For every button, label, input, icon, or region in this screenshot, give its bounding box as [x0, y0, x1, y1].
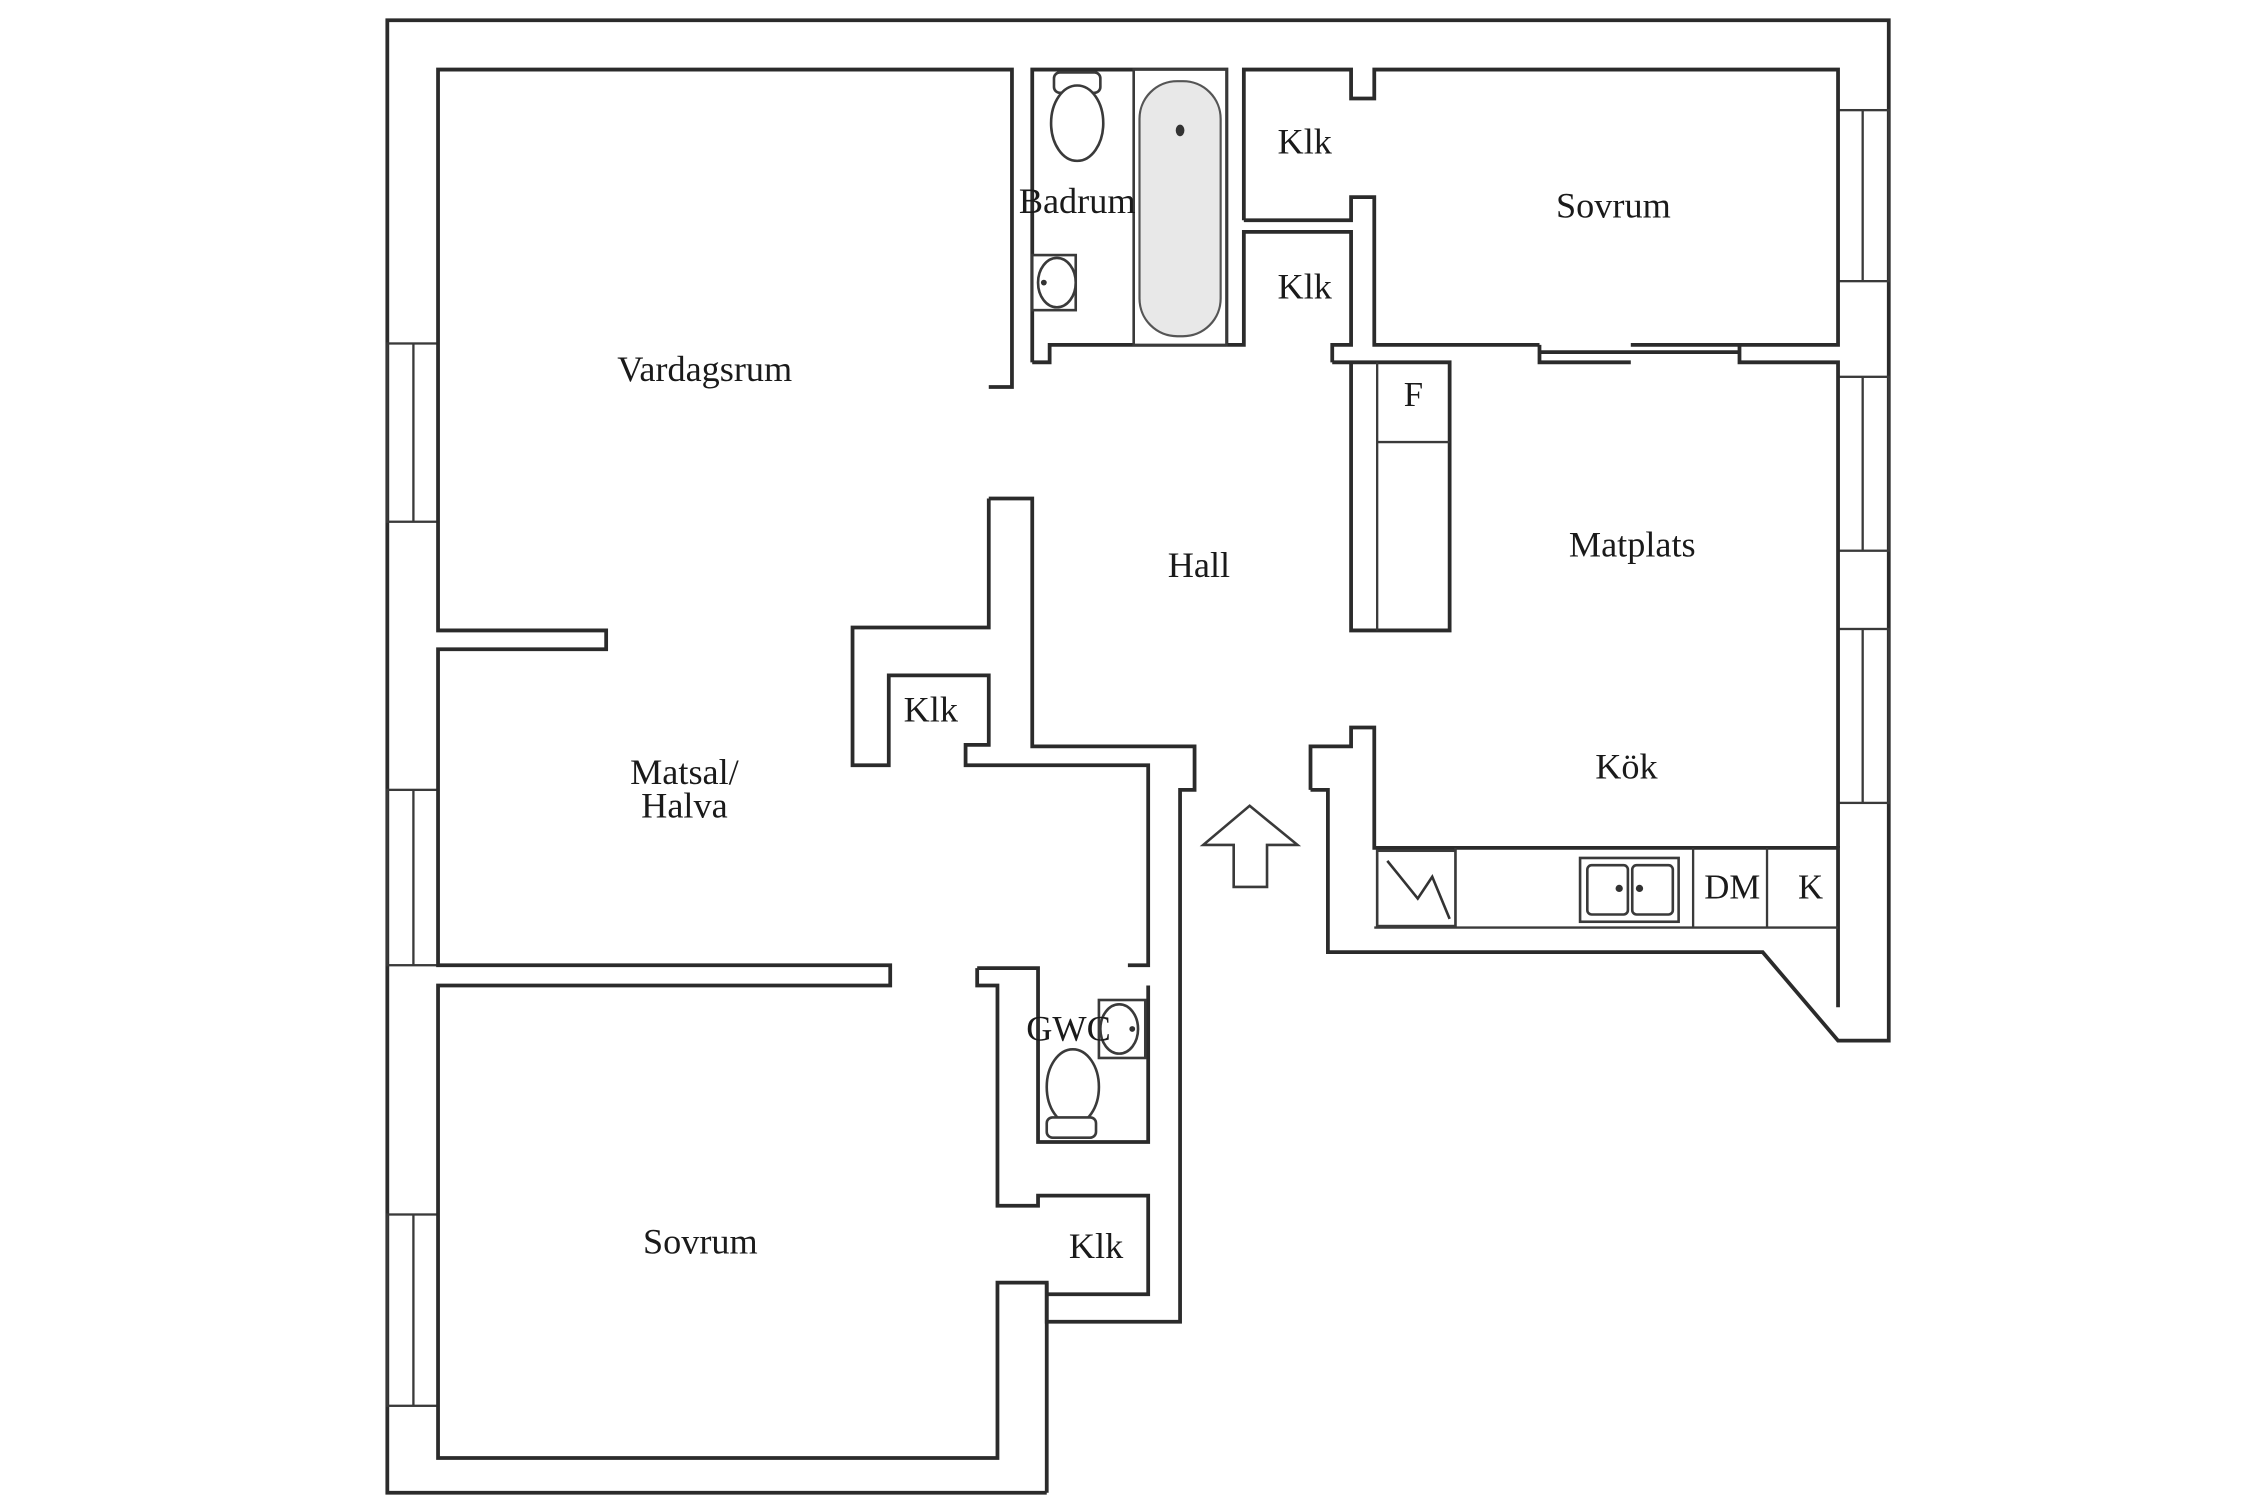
- room-label-kok: Kök: [1595, 746, 1658, 786]
- bathtub-icon: [1132, 68, 1228, 347]
- room-label-hall: Hall: [1168, 545, 1230, 585]
- dishwasher-label: DM: [1704, 868, 1760, 907]
- room-label-gwc: GWC: [1026, 1009, 1111, 1049]
- toilet-icon: [1049, 71, 1105, 163]
- washbasin-icon: [1030, 253, 1078, 312]
- fridge-label: F: [1404, 375, 1423, 414]
- room-label-sovrum-top: Sovrum: [1556, 185, 1671, 225]
- room-label-sovrum-bottom: Sovrum: [643, 1222, 758, 1262]
- washbasin-icon: [1097, 998, 1147, 1060]
- room-label-badrum: Badrum: [1019, 181, 1136, 221]
- toilet-icon: [1045, 1047, 1101, 1139]
- kitchen-sink-icon: [1578, 856, 1680, 924]
- stove-icon: [1375, 849, 1457, 928]
- room-label-matplats: Matplats: [1569, 525, 1696, 565]
- room-label-klk-bottom: Klk: [1069, 1226, 1124, 1266]
- room-label-klk-top-1: Klk: [1278, 122, 1333, 162]
- room-label-matsal-line2: Halva: [641, 785, 727, 825]
- freezer-label: K: [1798, 868, 1823, 907]
- room-label-vardagsrum: Vardagsrum: [617, 349, 792, 389]
- interior-walls: [436, 67, 1840, 1493]
- room-label-klk-top-2: Klk: [1278, 267, 1333, 307]
- room-label-matsal-line1: Matsal/: [630, 752, 740, 792]
- outer-walls: [385, 18, 1891, 1495]
- room-label-klk-mid: Klk: [904, 690, 959, 730]
- entrance-arrow-icon: [1199, 804, 1302, 889]
